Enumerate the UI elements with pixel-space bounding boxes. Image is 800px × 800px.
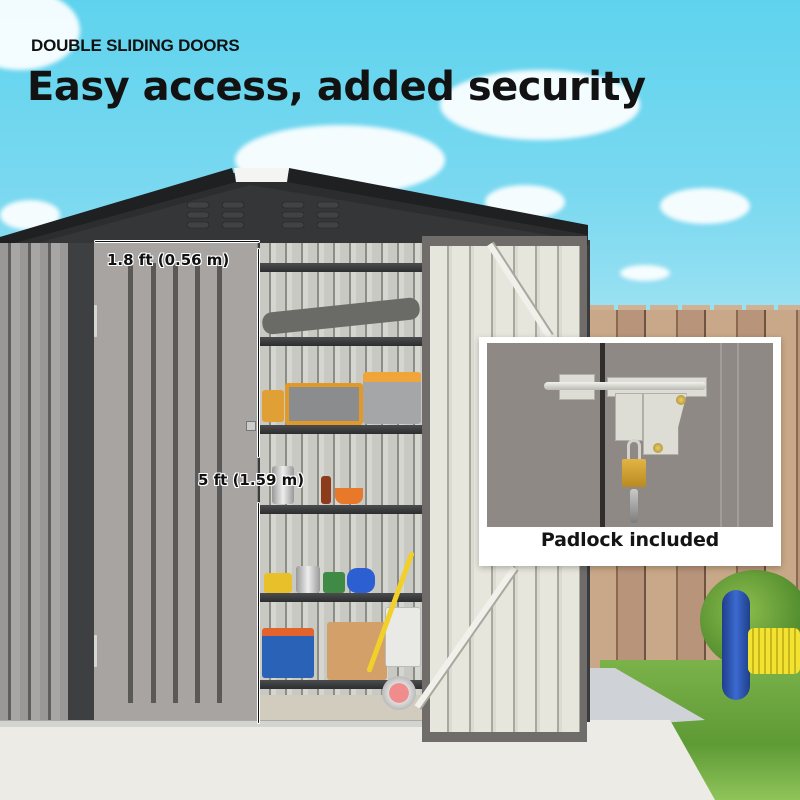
- door-rib: [128, 263, 133, 703]
- organizer-case: [363, 372, 421, 424]
- width-dimension-label: 1.8 ft (0.56 m): [107, 251, 230, 269]
- padlock-shackle: [627, 439, 641, 463]
- cloud: [620, 265, 670, 281]
- paint-can: [272, 466, 294, 504]
- slide-bolt: [544, 382, 706, 390]
- panel-edge: [737, 343, 739, 527]
- toolbox: [285, 383, 363, 425]
- height-dimension-line: [257, 248, 260, 458]
- door-seam: [600, 343, 605, 527]
- door-rib: [195, 263, 200, 703]
- cloud: [0, 0, 80, 70]
- door-track: [0, 720, 425, 727]
- wheel: [382, 676, 416, 710]
- shelf: [260, 263, 422, 272]
- width-dimension-line: [94, 240, 260, 243]
- hose-reel: [722, 590, 750, 700]
- door-rib: [173, 263, 178, 703]
- height-dimension-line: [257, 502, 260, 724]
- storage-bin: [262, 628, 314, 678]
- shelf: [260, 337, 422, 346]
- green-box: [323, 572, 345, 593]
- padlock-closeup: [487, 343, 773, 527]
- hinge: [94, 305, 97, 337]
- cloud: [660, 188, 750, 224]
- door-rib: [151, 263, 156, 703]
- padlock-icon: [622, 459, 646, 487]
- shelf: [260, 505, 422, 514]
- key: [630, 489, 638, 523]
- shed-roof: [0, 168, 588, 245]
- garden-hose: [748, 628, 800, 674]
- panel-edge: [720, 343, 722, 527]
- door-rib: [217, 263, 222, 703]
- headline: Easy access, added security: [27, 64, 646, 110]
- can: [296, 566, 320, 593]
- door-latch: [246, 421, 256, 431]
- shelf: [260, 593, 422, 602]
- shelf: [260, 425, 422, 434]
- latch-hasp: [615, 393, 643, 441]
- orange-bowl: [335, 488, 363, 504]
- height-dimension-label: 5 ft (1.59 m): [198, 471, 305, 489]
- concrete-pad: [0, 720, 715, 800]
- eyebrow-text: DOUBLE SLIDING DOORS: [31, 36, 240, 55]
- yellow-box: [264, 573, 292, 593]
- shed-side-wall: [0, 243, 68, 721]
- blue-roll: [347, 568, 375, 593]
- left-sliding-door: [94, 243, 258, 720]
- padlock-callout: Padlock included: [479, 337, 781, 566]
- staple-gun: [262, 390, 284, 422]
- callout-caption: Padlock included: [540, 529, 720, 551]
- shelf: [260, 680, 422, 689]
- screw: [676, 395, 686, 405]
- screw: [653, 443, 663, 453]
- bottle: [321, 476, 331, 504]
- hinge: [94, 635, 97, 667]
- cloud: [440, 70, 640, 140]
- door-post: [68, 243, 94, 721]
